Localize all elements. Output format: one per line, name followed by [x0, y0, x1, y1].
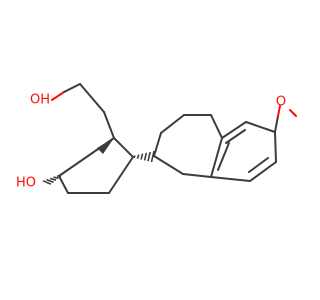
hydroxyl-hash-bond	[42, 175, 62, 185]
molecule-structure: OH HO	[16, 83, 297, 194]
bond-t4-ar	[210, 114, 223, 139]
bond-ar1-ar2	[221, 121, 247, 139]
bond-ch2-quaternary	[103, 111, 115, 139]
bond-ar4-ar5-inner	[248, 157, 269, 173]
ring-ho-label: HO	[16, 176, 36, 191]
bond-ar1-ar2-inner	[225, 129, 246, 144]
ring-junction-hash-bond	[133, 150, 155, 163]
bond-c5-c1	[58, 137, 115, 177]
bond-t2-t3	[160, 114, 185, 134]
bond-ar2-ar3	[245, 121, 276, 133]
bond-ch2-o-grey	[63, 83, 81, 93]
bond-ar-o-red	[277, 105, 281, 117]
bond-t1-t2	[153, 132, 162, 157]
hydroxyethyl-oh-label: OH	[30, 93, 50, 108]
bond-ar6-ar1-inner	[217, 142, 230, 171]
hydroxyethyl-chain: OH	[30, 83, 115, 139]
bond-c1-c2	[113, 137, 134, 158]
bond-o-ch3-red	[289, 109, 297, 117]
bond-ch2-ch2	[79, 83, 105, 113]
bond-ch2-o-red	[51, 91, 65, 101]
bond-c2-c3	[108, 156, 134, 194]
bond-fused	[210, 137, 223, 178]
bond-c4-c5	[58, 175, 69, 194]
methoxy-group: O	[274, 95, 297, 133]
bond-ar4-ar5	[249, 161, 277, 182]
bond-ar3-ar4	[274, 131, 277, 163]
bond-t6-t1	[153, 155, 184, 175]
bond-ar-o-grey	[274, 115, 279, 133]
bond-ar5-ar6	[210, 176, 251, 182]
cyclopentane-ring	[58, 137, 134, 194]
methoxy-o-label: O	[276, 95, 286, 110]
aromatic-ring	[210, 121, 277, 182]
ring-hydroxyl: HO	[16, 175, 62, 191]
bond-ar-t6	[182, 173, 212, 178]
tetrahydro-ring	[153, 114, 223, 178]
